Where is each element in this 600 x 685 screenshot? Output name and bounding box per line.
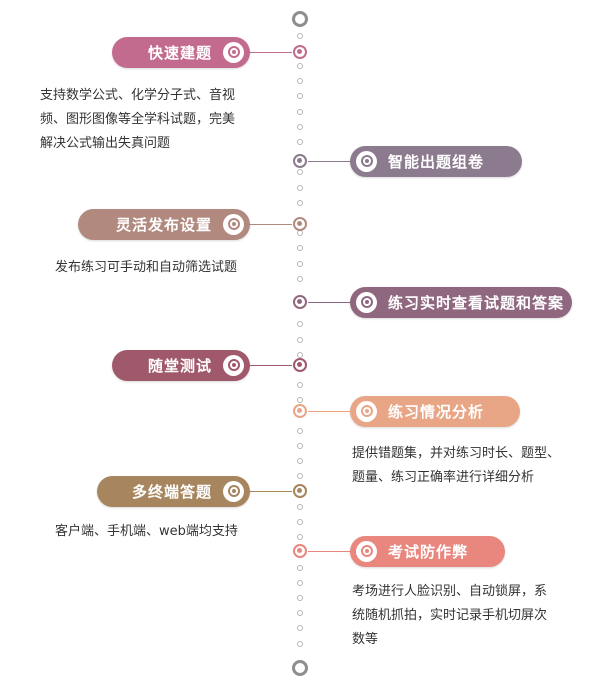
feature-description: 发布练习可手动和自动筛选试题 [55,256,237,280]
timeline-dot [297,230,303,237]
feature-pill-8: 考试防作弊 [350,535,505,567]
connector-line [248,365,292,366]
timeline-dot [297,594,303,601]
timeline-top-cap [292,11,308,27]
timeline-node-7 [292,483,307,498]
timeline-dot [297,78,303,85]
timeline-dot [297,640,303,647]
timeline-dot [297,579,303,586]
description-line: 考场进行人脸识别、自动锁屏，系 [352,584,548,599]
timeline-dot [297,108,303,115]
connector-line [308,302,352,303]
feature-pill-5: 随堂测试 [112,349,250,381]
timeline-node-8 [292,543,307,558]
timeline-node-1 [292,44,307,59]
timeline-dot [297,199,303,206]
timeline-dot [297,442,303,449]
description-line: 支持数学公式、化学分子式、音视 [40,88,236,103]
timeline-dot [297,184,303,191]
target-icon [356,540,377,562]
feature-title: 考试防作弊 [388,542,469,561]
description-line: 题量、练习正确率进行详细分析 [352,470,535,485]
timeline-dot [297,458,303,465]
timeline-dot [297,275,303,282]
timeline-node-2 [292,153,307,168]
connector-line [248,491,292,492]
target-icon [356,291,377,313]
timeline-dot [297,473,303,480]
timeline-dot [297,260,303,267]
timeline-dot [297,382,303,389]
timeline-node-6 [292,403,307,418]
timeline-dot [297,397,303,404]
target-icon [356,400,377,422]
feature-pill-4: 练习实时查看试题和答案 [350,286,572,318]
feature-pill-1: 快速建题 [112,36,250,68]
timeline-dot [297,245,303,252]
timeline-dot [297,610,303,617]
description-line: 频、图形图像等全学科试题，完美 [40,112,236,127]
feature-description: 提供错题集，并对练习时长、题型、题量、练习正确率进行详细分析 [352,442,560,490]
feature-title: 智能出题组卷 [388,152,485,171]
target-icon [223,213,244,235]
connector-line [248,52,292,53]
target-icon [223,41,244,63]
feature-title: 随堂测试 [147,356,212,375]
timeline-node-4 [292,294,307,309]
timeline-dot [297,427,303,434]
connector-line [308,161,352,162]
description-line: 解决公式输出失真问题 [40,136,171,151]
timeline-dot [297,351,303,358]
connector-line [308,551,352,552]
feature-title: 多终端答题 [131,482,212,501]
feature-pill-7: 多终端答题 [97,475,250,507]
timeline-dot [297,503,303,510]
feature-pill-6: 练习情况分析 [350,395,520,427]
target-icon [223,480,244,502]
feature-title: 快速建题 [147,43,212,62]
feature-description: 客户端、手机端、web端均支持 [55,520,238,544]
connector-line [308,411,352,412]
feature-title: 练习情况分析 [388,402,485,421]
timeline-dot [297,123,303,130]
timeline-dot [297,336,303,343]
timeline-dot [297,518,303,525]
description-line: 统随机抓拍，实时记录手机切屏次 [352,608,548,623]
timeline-node-3 [292,216,307,231]
description-line: 客户端、手机端、web端均支持 [55,524,238,539]
feature-title: 灵活发布设置 [115,215,212,234]
feature-description: 考场进行人脸识别、自动锁屏，系统随机抓拍，实时记录手机切屏次数等 [352,580,547,652]
timeline-dot [297,62,303,69]
target-icon [223,354,244,376]
timeline-dot [297,138,303,145]
connector-line [248,224,292,225]
timeline-dot [297,321,303,328]
timeline-dot [297,93,303,100]
timeline-dot [297,534,303,541]
target-icon [356,150,377,172]
timeline-dot [297,564,303,571]
timeline-dot [297,625,303,632]
timeline-dot [297,169,303,176]
description-line: 发布练习可手动和自动筛选试题 [55,260,238,275]
description-line: 提供错题集，并对练习时长、题型、 [352,446,561,461]
description-line: 数等 [352,632,379,647]
timeline-node-5 [292,357,307,372]
feature-description: 支持数学公式、化学分子式、音视频、图形图像等全学科试题，完美解决公式输出失真问题 [40,84,235,156]
timeline-bottom-cap [292,660,308,676]
feature-title: 练习实时查看试题和答案 [388,293,565,312]
feature-pill-3: 灵活发布设置 [78,208,250,240]
timeline-dot [297,32,303,39]
feature-pill-2: 智能出题组卷 [350,145,522,177]
